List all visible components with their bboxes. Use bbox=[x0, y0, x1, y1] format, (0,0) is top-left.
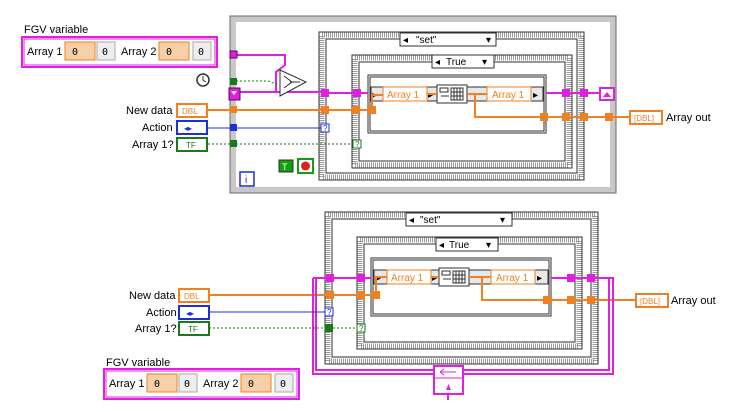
top-diagram: FGV variable Array 1 0 0 Array 2 0 0 bbox=[21, 15, 711, 194]
bottom-new-data-terminal[interactable]: DBL bbox=[178, 288, 210, 303]
bottom-case-inner-dropdown-icon[interactable]: ▾ bbox=[486, 240, 491, 251]
bottom-cluster-item2-index: 0 bbox=[248, 379, 254, 390]
top-new-data-label: New data bbox=[126, 105, 173, 117]
arrow-left-icon bbox=[439, 368, 456, 376]
top-cluster-item2-label: Array 2 bbox=[121, 46, 156, 58]
top-cluster-item2-value: 0 bbox=[198, 47, 204, 58]
bottom-action-label: Action bbox=[146, 307, 177, 319]
top-array1q-label: Array 1? bbox=[132, 139, 174, 151]
svg-text:?: ? bbox=[323, 124, 328, 133]
clock-icon[interactable] bbox=[196, 73, 210, 87]
bottom-inplace-structure[interactable] bbox=[370, 257, 552, 317]
bottom-array-out-label: Array out bbox=[671, 295, 716, 307]
bottom-node-out-arrow-icon: ▸ bbox=[537, 273, 542, 284]
top-array-out-indicator[interactable]: [DBL] bbox=[629, 110, 663, 125]
bottom-case-inner-selector[interactable]: True bbox=[449, 240, 470, 251]
top-action-label: Action bbox=[142, 122, 173, 134]
bottom-bundle-node[interactable] bbox=[433, 365, 464, 400]
top-select-node[interactable] bbox=[279, 69, 308, 97]
top-array1q-type: TF bbox=[186, 141, 196, 150]
top-case-outer-dropdown-icon[interactable]: ▾ bbox=[486, 35, 491, 46]
top-stop-true-const: T bbox=[282, 162, 288, 172]
bottom-tunnels[interactable]: ? ? bbox=[324, 274, 595, 333]
stop-icon bbox=[301, 161, 310, 171]
top-orange-wires bbox=[208, 93, 630, 118]
top-fgv-cluster[interactable]: Array 1 0 0 Array 2 0 0 bbox=[21, 36, 218, 68]
bottom-orange-wires bbox=[209, 276, 636, 301]
bottom-action-type: ◂▸ bbox=[186, 309, 194, 318]
bottom-cluster-item1-index: 0 bbox=[154, 379, 160, 390]
top-case-outer-left-arrow[interactable]: ◂ bbox=[403, 35, 408, 46]
top-iteration-label: i bbox=[245, 175, 247, 186]
top-node-out-label: Array 1 bbox=[492, 90, 525, 101]
bottom-fgv-label: FGV variable bbox=[106, 357, 170, 369]
bottom-array1q-type: TF bbox=[188, 325, 198, 334]
top-case-inner-dropdown-icon[interactable]: ▾ bbox=[482, 57, 487, 68]
top-array1q-terminal[interactable]: TF bbox=[176, 137, 208, 152]
top-cluster-item2-index: 0 bbox=[166, 47, 172, 58]
top-stop-condition[interactable]: T bbox=[278, 158, 314, 174]
bottom-action-terminal[interactable]: ◂▸ bbox=[178, 305, 210, 320]
bottom-node-in-arrow-icon: ▸ bbox=[376, 273, 381, 284]
top-case-inner-left-arrow[interactable]: ◂ bbox=[435, 57, 440, 68]
bottom-case-outer-selector[interactable]: "set" bbox=[420, 215, 441, 226]
bottom-node-out[interactable]: Array 1 ▸ bbox=[490, 269, 542, 285]
top-cluster-item1-index: 0 bbox=[72, 47, 78, 58]
top-tunnels[interactable]: ? ? bbox=[228, 50, 615, 149]
bottom-fgv-cluster[interactable]: Array 1 0 0 Array 2 0 0 bbox=[103, 368, 300, 400]
arrow-up-icon bbox=[446, 384, 451, 390]
top-iteration-terminal: i bbox=[239, 171, 255, 187]
svg-text:?: ? bbox=[359, 324, 364, 333]
bottom-case-outer-dropdown-icon[interactable]: ▾ bbox=[500, 215, 505, 226]
top-node-out[interactable]: Array 1 ▸ bbox=[486, 86, 538, 102]
top-cluster-item1-label: Array 1 bbox=[27, 46, 62, 58]
bottom-new-data-type: DBL bbox=[184, 292, 200, 301]
bottom-cluster-item1-label: Array 1 bbox=[109, 378, 144, 390]
top-new-data-type: DBL bbox=[182, 107, 198, 116]
bottom-array1q-label: Array 1? bbox=[135, 323, 177, 335]
bottom-node-in-arrow-right-icon: ▸ bbox=[432, 273, 437, 284]
top-case-outer-selector[interactable]: "set" bbox=[416, 35, 437, 46]
top-inplace-structure[interactable] bbox=[367, 74, 547, 134]
bottom-case-outer-left-arrow[interactable]: ◂ bbox=[409, 215, 414, 226]
svg-text:?: ? bbox=[327, 308, 332, 317]
top-new-data-terminal[interactable]: DBL bbox=[176, 103, 208, 118]
top-case-inner-selector[interactable]: True bbox=[446, 57, 467, 68]
bottom-cluster-item2-value: 0 bbox=[280, 379, 286, 390]
top-array-out-label: Array out bbox=[666, 112, 711, 124]
top-node-in-arrow-right-icon: ▸ bbox=[428, 90, 433, 101]
bottom-node-out-label: Array 1 bbox=[496, 273, 529, 284]
replace-array-subset-icon bbox=[439, 87, 464, 101]
top-node-out-arrow-icon: ▸ bbox=[533, 90, 538, 101]
bottom-replace-subset-node[interactable] bbox=[438, 267, 470, 287]
bottom-node-in[interactable]: Array 1 ▸ ▸ bbox=[376, 269, 437, 285]
bottom-node-in-label: Array 1 bbox=[391, 273, 424, 284]
replace-array-subset-icon bbox=[441, 270, 466, 284]
top-array-out-type: [DBL] bbox=[634, 114, 654, 123]
bottom-array-out-type: [DBL] bbox=[640, 297, 660, 306]
bottom-cluster-item1-value: 0 bbox=[184, 379, 190, 390]
bottom-diagram: ◂ "set" ▾ ◂ True ▾ Array 1 ▸ ▸ bbox=[103, 211, 716, 400]
top-node-in-label: Array 1 bbox=[387, 90, 420, 101]
top-cluster-item1-value: 0 bbox=[102, 47, 108, 58]
bottom-case-inner-left-arrow[interactable]: ◂ bbox=[439, 240, 444, 251]
top-action-type: ◂▸ bbox=[184, 124, 192, 133]
bottom-new-data-label: New data bbox=[129, 290, 176, 302]
top-fgv-label: FGV variable bbox=[24, 24, 88, 36]
bottom-cluster-item2-label: Array 2 bbox=[203, 378, 238, 390]
svg-text:?: ? bbox=[355, 140, 360, 149]
top-action-terminal[interactable]: ◂▸ bbox=[176, 120, 208, 135]
bottom-array1q-terminal[interactable]: TF bbox=[178, 321, 210, 336]
bottom-array-out-indicator[interactable]: [DBL] bbox=[635, 293, 669, 308]
top-replace-subset-node[interactable] bbox=[436, 84, 468, 104]
